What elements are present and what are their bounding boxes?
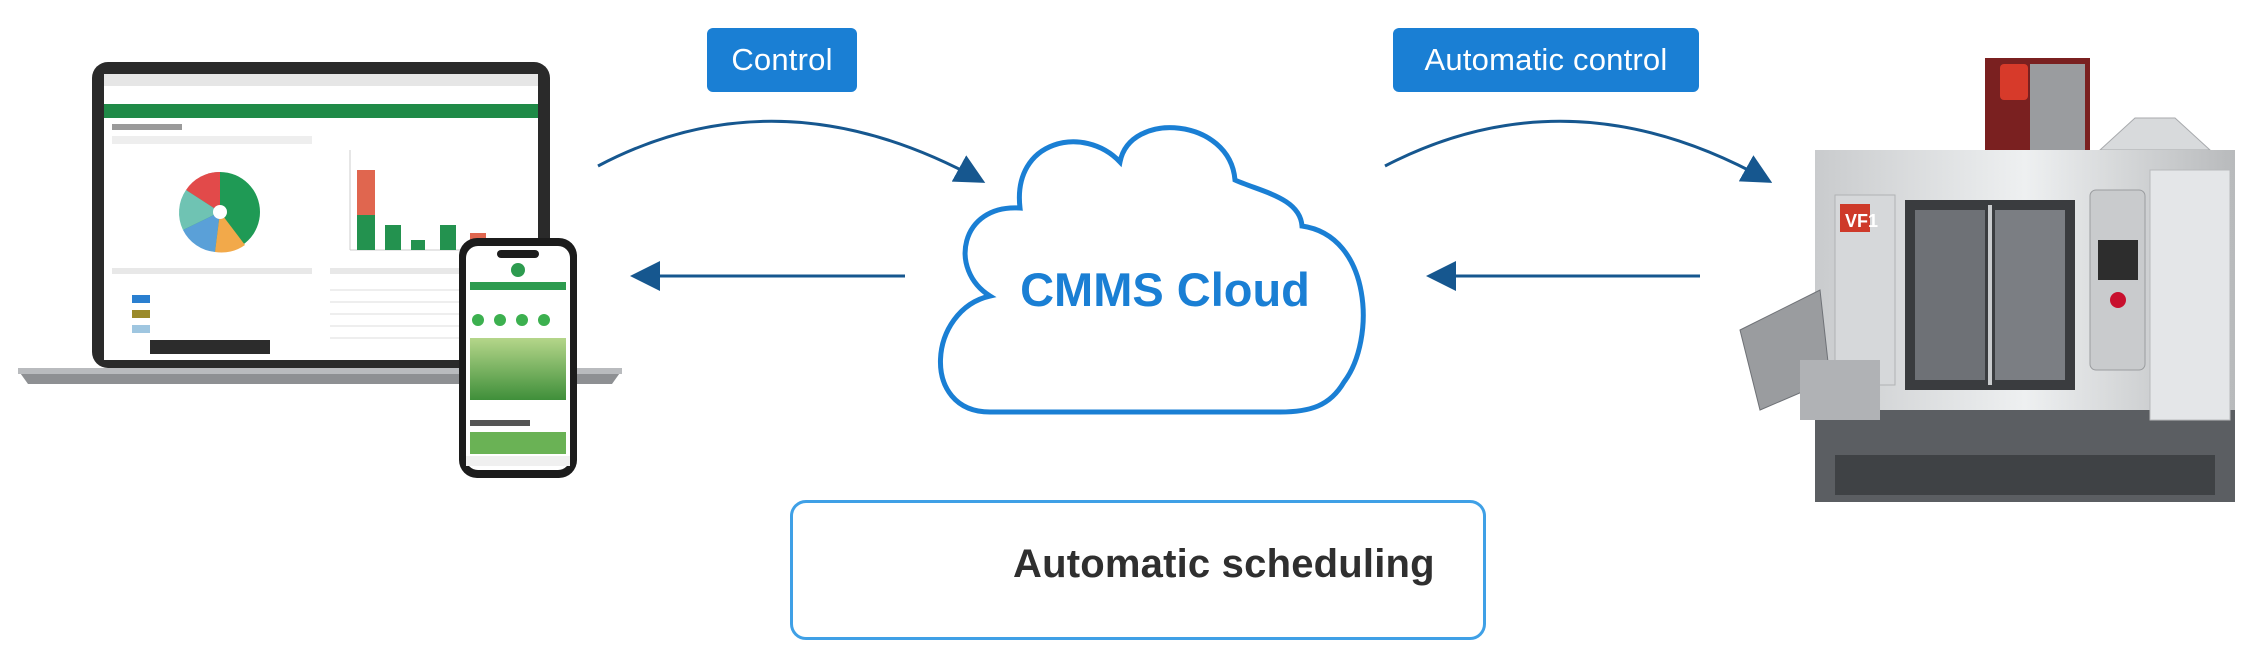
- automatic-scheduling-label: Automatic scheduling: [1013, 542, 1435, 586]
- arrows: [597, 119, 1773, 291]
- automatic-scheduling-box: [790, 500, 1486, 640]
- smartphone-app-icon: [459, 238, 577, 478]
- cmms-cloud-label: CMMS Cloud: [1020, 263, 1310, 316]
- arrow-cloud-to-machine: [1384, 119, 1773, 183]
- cloud-shape: [938, 125, 1366, 415]
- control-label: Control: [707, 28, 857, 92]
- machine-badge: VF1: [1845, 211, 1878, 231]
- cnc-machine-icon: VF1: [1739, 58, 2235, 502]
- automatic-control-label: Automatic control: [1393, 28, 1699, 92]
- arrow-control-to-cloud: [597, 119, 986, 183]
